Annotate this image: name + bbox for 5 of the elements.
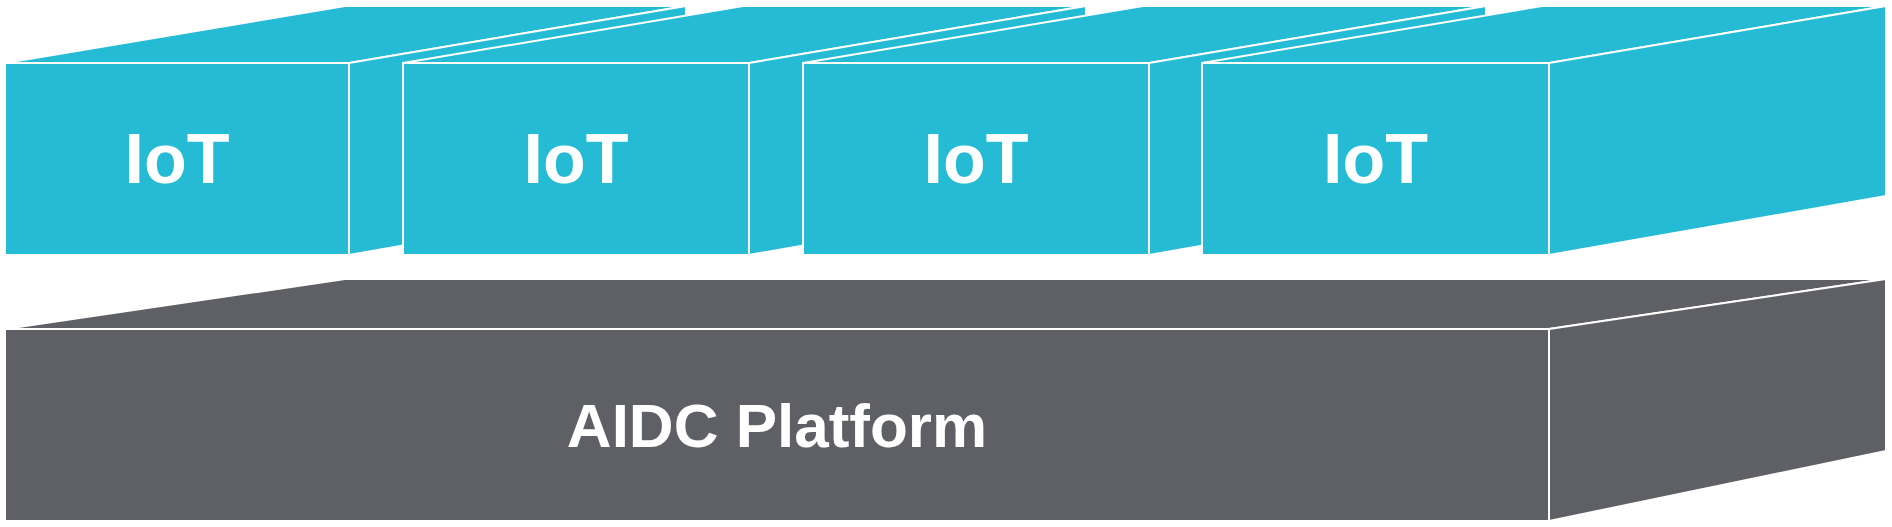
block-label: IoT <box>923 119 1029 199</box>
block-label: IoT <box>1323 119 1428 199</box>
block-label: IoT <box>124 119 230 199</box>
block-label: IoT <box>523 119 629 199</box>
block-label: AIDC Platform <box>566 389 988 461</box>
